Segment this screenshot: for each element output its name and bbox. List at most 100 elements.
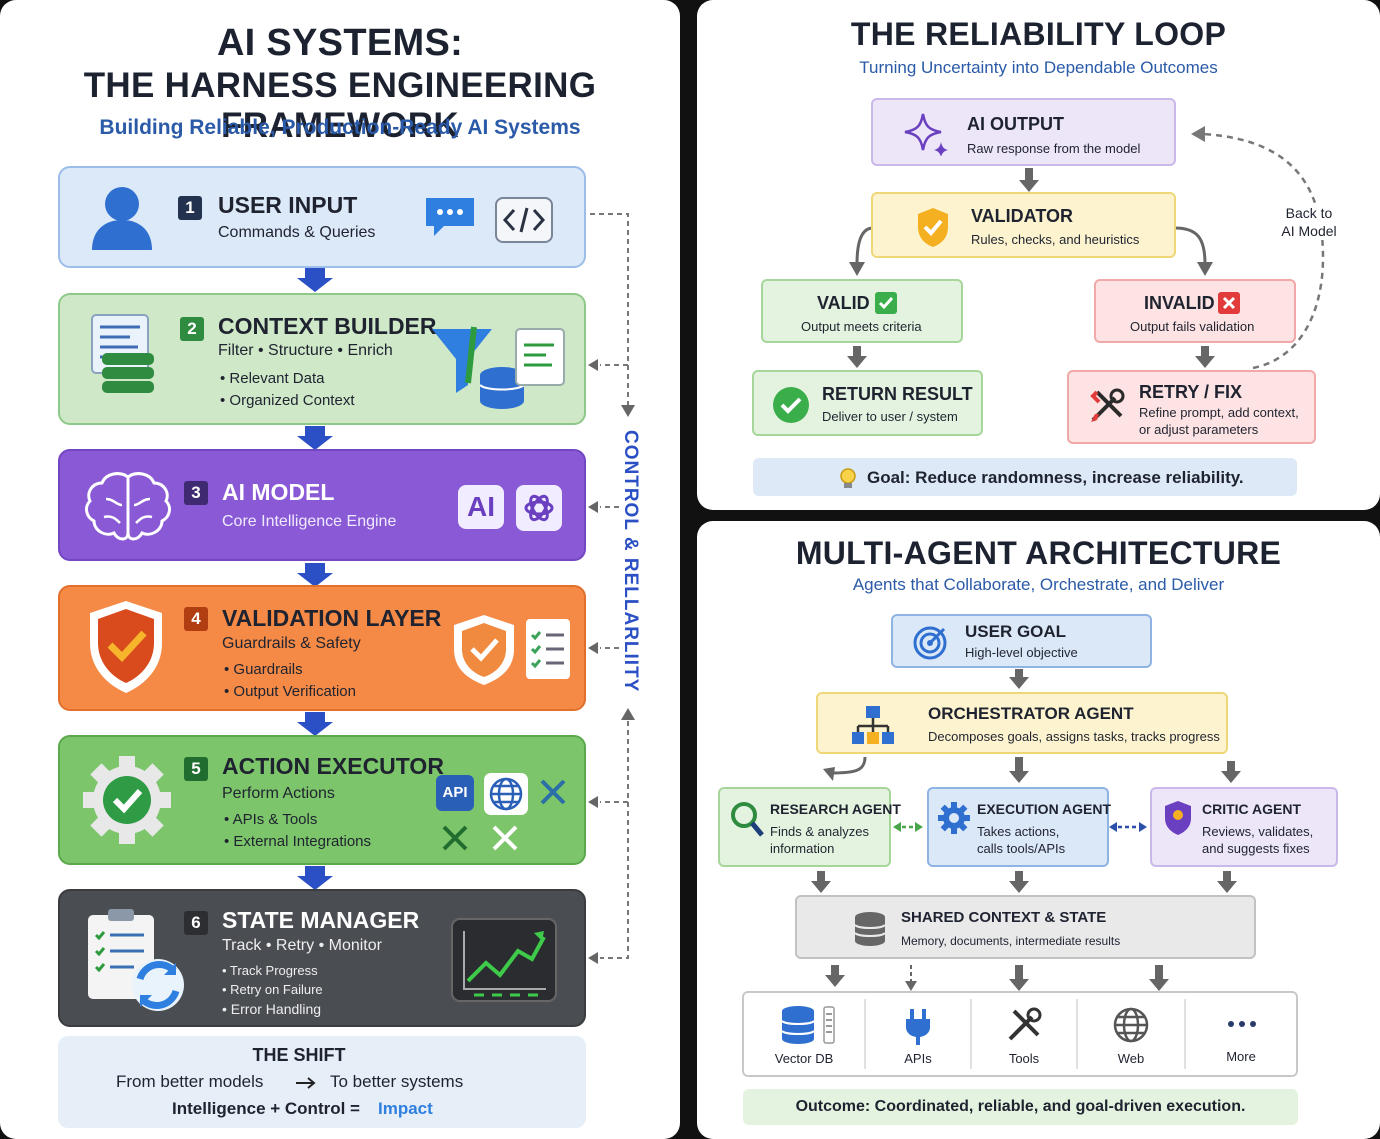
loop-arrow-down bbox=[621, 405, 635, 417]
validator-node: VALIDATOR Rules, checks, and heuristics bbox=[871, 192, 1176, 258]
multi-agent-panel: MULTI-AGENT ARCHITECTURE Agents that Col… bbox=[697, 521, 1380, 1139]
step-subtitle: Core Intelligence Engine bbox=[222, 513, 397, 530]
step-context-builder: 2 CONTEXT BUILDER Filter • Structure • E… bbox=[58, 293, 586, 425]
filter-database-icon bbox=[432, 326, 565, 409]
arrow-right-icon bbox=[296, 1077, 316, 1089]
step-subtitle: Commands & Queries bbox=[218, 224, 376, 241]
monitor-chart-icon bbox=[451, 918, 557, 1002]
goal-text: Goal: Reduce randomness, increase reliab… bbox=[867, 468, 1244, 487]
step-number: 1 bbox=[178, 196, 202, 220]
plug-icon bbox=[906, 1009, 930, 1045]
database-icon bbox=[854, 912, 886, 946]
ai-output-node: AI OUTPUT Raw response from the model bbox=[871, 98, 1176, 166]
clipboard-refresh-icon bbox=[88, 909, 184, 1011]
arrow-critic-shared bbox=[1217, 871, 1237, 893]
tool-web: Web bbox=[1078, 993, 1184, 1075]
valid-node: VALID Output meets criteria bbox=[761, 279, 963, 343]
lightbulb-icon bbox=[840, 468, 856, 488]
checkbox-check-icon bbox=[875, 292, 897, 314]
node-desc: Memory, documents, intermediate results bbox=[901, 934, 1121, 948]
step-title: ACTION EXECUTOR bbox=[222, 753, 444, 779]
arrow-2-3 bbox=[297, 426, 333, 450]
arrow-5-6 bbox=[297, 866, 333, 890]
retry-fix-node: RETRY / FIX Refine prompt, add context, … bbox=[1067, 370, 1316, 444]
step-validation-layer: 4 VALIDATION LAYER Guardrails & Safety •… bbox=[58, 585, 586, 711]
step-number: 4 bbox=[184, 607, 208, 631]
hierarchy-icon bbox=[852, 706, 894, 744]
step-bullet: • APIs & Tools bbox=[224, 811, 318, 828]
shield-check-icon bbox=[918, 208, 948, 247]
research-agent-node: RESEARCH AGENT Finds & analyzes informat… bbox=[718, 787, 901, 867]
node-title: RETURN RESULT bbox=[822, 384, 973, 404]
tool-apis: APIs bbox=[866, 993, 970, 1075]
the-shift-box: THE SHIFT From better models To better s… bbox=[58, 1036, 586, 1128]
node-desc: information bbox=[770, 841, 835, 856]
node-desc: Output fails validation bbox=[1130, 319, 1255, 334]
code-icon bbox=[495, 197, 553, 243]
tool-vector-db: Vector DB bbox=[744, 993, 864, 1075]
arrow-invalid-retry bbox=[1195, 346, 1215, 368]
loop-title: THE RELIABILITY LOOP bbox=[850, 16, 1227, 52]
critic-agent-node: CRITIC AGENT Reviews, validates, and sug… bbox=[1150, 787, 1338, 867]
step-number: 3 bbox=[184, 481, 208, 505]
plug-icon bbox=[492, 825, 518, 851]
return-result-node: RETURN RESULT Deliver to user / system bbox=[752, 370, 983, 436]
shift-impact: Impact bbox=[378, 1099, 433, 1118]
arrow-output-validator bbox=[1019, 168, 1039, 192]
tool-label: Web bbox=[1117, 1051, 1145, 1066]
node-title: SHARED CONTEXT & STATE bbox=[901, 909, 1107, 926]
check-circle-icon bbox=[773, 387, 809, 423]
step-title: USER INPUT bbox=[218, 192, 358, 218]
step-bullet: • Relevant Data bbox=[220, 370, 325, 387]
harness-framework-panel: AI SYSTEMS: THE HARNESS ENGINEERING FRAM… bbox=[0, 0, 680, 1139]
step-bullet: • External Integrations bbox=[224, 833, 371, 850]
execution-agent-node: EXECUTION AGENT Takes actions, calls too… bbox=[927, 787, 1112, 867]
tool-label: Tools bbox=[1008, 1051, 1040, 1066]
sparkle-icon bbox=[904, 113, 948, 156]
step-state-manager: 6 STATE MANAGER Track • Retry • Monitor … bbox=[58, 889, 586, 1027]
step-bullet: • Organized Context bbox=[220, 392, 355, 409]
node-desc: or adjust parameters bbox=[1139, 422, 1259, 437]
more-dots-icon bbox=[1228, 1021, 1256, 1027]
brain-icon bbox=[85, 472, 171, 541]
node-title: AI OUTPUT bbox=[967, 114, 1064, 134]
step-title: STATE MANAGER bbox=[222, 907, 420, 933]
multi-agent-subtitle: Agents that Collaborate, Orchestrate, an… bbox=[852, 575, 1225, 594]
outcome-text: Outcome: Coordinated, reliable, and goal… bbox=[795, 1098, 1246, 1115]
node-desc: and suggests fixes bbox=[1202, 841, 1310, 856]
node-desc: Takes actions, bbox=[977, 824, 1060, 839]
tool-more: More bbox=[1186, 993, 1296, 1075]
flow-arrows bbox=[297, 213, 635, 964]
node-title: RETRY / FIX bbox=[1139, 382, 1243, 402]
vector-db-icon bbox=[781, 1006, 835, 1044]
node-desc: calls tools/APIs bbox=[977, 841, 1066, 856]
node-title: EXECUTION AGENT bbox=[977, 801, 1112, 817]
framework-subtitle: Building Reliable, Production-Ready AI S… bbox=[99, 116, 581, 139]
arrow-4-5 bbox=[297, 712, 333, 736]
shift-to: To better systems bbox=[330, 1072, 464, 1091]
node-desc: Refine prompt, add context, bbox=[1139, 405, 1299, 420]
step-bullet: • Guardrails bbox=[224, 661, 303, 678]
step-subtitle: Guardrails & Safety bbox=[222, 635, 361, 652]
tool-label: More bbox=[1226, 1049, 1256, 1064]
tool-tools: Tools bbox=[972, 993, 1076, 1075]
reliability-loop-panel: THE RELIABILITY LOOP Turning Uncertainty… bbox=[697, 0, 1380, 510]
magnifier-icon bbox=[731, 802, 764, 837]
arrow-3-4 bbox=[297, 563, 333, 587]
loop-arrows bbox=[847, 126, 1325, 370]
loop-subtitle: Turning Uncertainty into Dependable Outc… bbox=[859, 58, 1218, 77]
shield-checklist-icon bbox=[454, 615, 570, 685]
openai-logo-icon bbox=[516, 485, 562, 531]
node-desc: Raw response from the model bbox=[967, 141, 1141, 156]
node-title: RESEARCH AGENT bbox=[770, 801, 901, 817]
shield-check-icon bbox=[90, 601, 162, 693]
gear-icon bbox=[938, 802, 970, 834]
tool-label: Vector DB bbox=[774, 1051, 834, 1066]
orchestrator-agent-node: ORCHESTRATOR AGENT Decomposes goals, ass… bbox=[816, 692, 1228, 754]
step-number: 6 bbox=[184, 911, 208, 935]
wrench-screwdriver-icon bbox=[1090, 388, 1125, 422]
back-to-ai-loop bbox=[1202, 132, 1325, 370]
arrow-orchestrator-critic bbox=[1221, 761, 1241, 783]
arrow-validator-invalid bbox=[1174, 226, 1207, 265]
step-number: 5 bbox=[184, 757, 208, 781]
